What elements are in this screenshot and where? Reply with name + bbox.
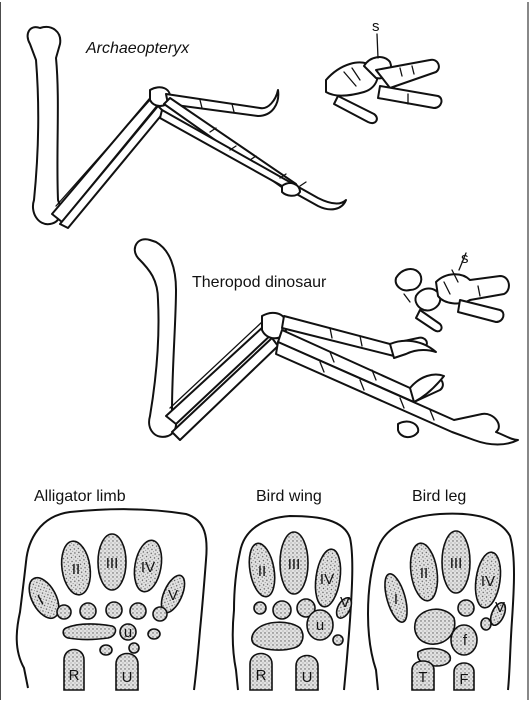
bird-wing-label-IV: IV	[320, 571, 334, 588]
alligator-label-IV: IV	[141, 559, 155, 576]
bird-leg-label-I: I	[394, 591, 398, 608]
bird-leg-title: Bird leg	[412, 488, 466, 506]
bird-wing-label-U: U	[302, 669, 313, 686]
bird-wing-label-u: u	[316, 617, 324, 634]
panel-bird-wing: II III IV V u R U	[233, 516, 355, 690]
archaeopteryx-wrist-detail	[326, 34, 441, 123]
alligator-label-R: R	[69, 667, 80, 684]
bird-leg-label-III: III	[450, 555, 463, 572]
archaeopteryx-label: Archaeopteryx	[86, 40, 189, 58]
archaeopteryx-claw-small	[282, 183, 300, 196]
bird-leg-label-F: F	[459, 671, 468, 688]
alligator-label-II: II	[72, 561, 80, 578]
theropod-ulna	[166, 323, 275, 424]
alligator-limb-title: Alligator limb	[34, 488, 126, 506]
bird-wing-carpal	[252, 622, 303, 650]
theropod-claw-upper	[390, 341, 436, 358]
alligator-label-U: U	[122, 669, 133, 686]
archaeopteryx-s-marker: s	[372, 18, 380, 35]
bird-leg-label-T: T	[418, 669, 427, 686]
panel-alligator-limb: I II III IV V u R U	[17, 509, 207, 690]
bird-leg-label-IV: IV	[481, 573, 495, 590]
alligator-label-III: III	[106, 555, 119, 572]
bird-leg-label-II: II	[420, 565, 428, 582]
archaeopteryx-radius	[60, 106, 164, 228]
alligator-label-u: u	[124, 624, 132, 641]
theropod-claw-lower	[398, 422, 418, 438]
bird-wing-label-V: V	[340, 594, 350, 611]
theropod-radius	[172, 338, 278, 440]
theropod-label: Theropod dinosaur	[192, 274, 326, 292]
archaeopteryx-ulna	[52, 93, 162, 222]
bird-leg-label-V: V	[495, 599, 505, 616]
alligator-carpal-bar	[63, 624, 115, 640]
panel-bird-leg: I II III IV V f T F	[368, 514, 514, 690]
theropod-s-marker: s	[461, 250, 469, 267]
bird-wing-label-R: R	[256, 667, 267, 684]
bird-wing-label-II: II	[258, 563, 266, 580]
theropod-wrist-detail	[396, 253, 509, 331]
theropod-forelimb	[135, 239, 518, 444]
bird-wing-label-III: III	[288, 556, 301, 573]
bird-wing-title: Bird wing	[256, 488, 322, 506]
alligator-label-V: V	[168, 587, 178, 604]
archaeopteryx-humerus	[28, 27, 61, 224]
